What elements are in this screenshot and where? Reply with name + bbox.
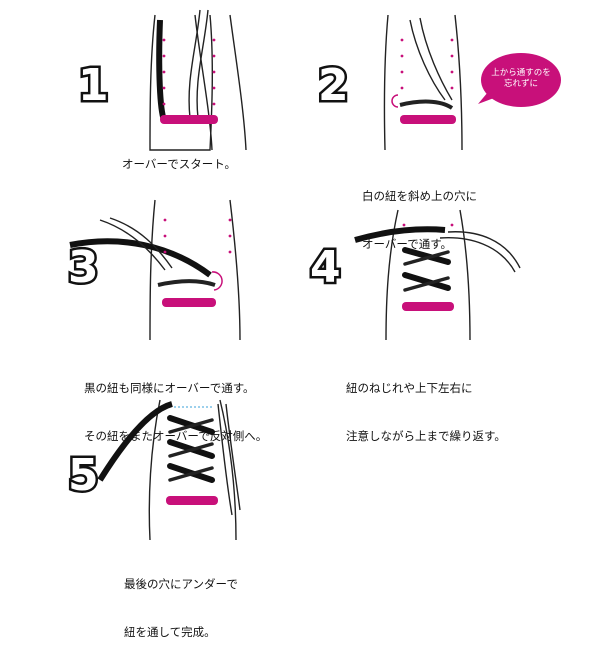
caption-line: 注意しながら上まで繰り返す。 (346, 429, 506, 443)
white-lace (419, 17, 453, 101)
panel-5: 5 (66, 399, 241, 541)
white-lace (447, 231, 521, 269)
white-lace (196, 9, 209, 119)
panel-2: 2 (316, 14, 561, 151)
white-lace-crosses (403, 250, 450, 292)
panel-4: 4 (308, 209, 521, 341)
white-lace (99, 219, 166, 271)
caption-line: 紐を通して完成。 (124, 625, 216, 639)
shoe-outline (148, 399, 161, 541)
white-lace (439, 237, 516, 273)
panel-1: 1 (76, 9, 247, 151)
step-3-caption: 黒の紐も同様にオーバーで通す。 その紐をまたオーバーで反対側へ。 (84, 348, 267, 460)
black-lace-crosses (402, 247, 451, 291)
white-lace-crosses (168, 418, 214, 482)
step-number: 2 (318, 60, 349, 111)
lace-bar (162, 298, 216, 307)
shoe-outline (383, 14, 389, 151)
shoe-outline (229, 14, 247, 151)
shoe-outline (229, 199, 241, 341)
shoe-outline (454, 14, 463, 151)
caption-line: 白の紐を斜め上の穴に (362, 189, 477, 203)
white-lace (225, 403, 241, 511)
eyelet-holes (162, 38, 216, 106)
white-lace (399, 99, 454, 110)
white-lace (188, 9, 201, 119)
shoe-outline (149, 14, 214, 151)
lace-bar (160, 115, 218, 124)
bubble-text: 上から通すのを 忘れずに (486, 68, 556, 90)
step-5-caption: 最後の穴にアンダーで 紐を通して完成。 (124, 544, 238, 656)
step-number: 1 (78, 60, 109, 111)
caption-line: 最後の穴にアンダーで (124, 577, 238, 591)
white-lace (157, 279, 216, 287)
lacing-diagram: 1 2 3 (66, 9, 561, 541)
step-number: 4 (310, 242, 341, 293)
step-4-caption: 紐のねじれや上下左右に 注意しながら上まで繰り返す。 (346, 348, 506, 460)
shoe-outline (459, 209, 471, 341)
caption-line: オーバーで通す。 (362, 237, 453, 251)
eyelet-holes (402, 223, 454, 227)
lace-bar (402, 302, 454, 311)
eyelet-holes (400, 38, 454, 90)
black-lace (97, 401, 173, 482)
panel-3: 3 (66, 199, 241, 341)
caption-line: その紐をまたオーバーで反対側へ。 (84, 429, 268, 443)
white-lace (109, 217, 173, 269)
bubble-line-2: 忘れずに (503, 79, 538, 89)
speech-bubble (481, 53, 561, 107)
lace-bar (400, 115, 456, 124)
black-lace (69, 238, 212, 278)
bubble-line-1: 上から通すのを (491, 68, 551, 78)
arrow-icon (211, 271, 223, 291)
step-1-caption: オーバーでスタート。 (122, 157, 236, 171)
speech-bubble-tail (478, 92, 494, 104)
step-2-caption: 白の紐を斜め上の穴に オーバーで通す。 (362, 156, 477, 268)
arrow-icon (391, 94, 399, 108)
black-lace (354, 226, 446, 243)
caption-line: 紐のねじれや上下左右に (346, 381, 473, 395)
caption-line: 黒の紐も同様にオーバーで通す。 (84, 381, 255, 395)
shoe-outline (149, 199, 156, 341)
white-lace (217, 403, 233, 516)
white-lace (409, 19, 446, 101)
shoe-outline (385, 209, 399, 341)
eyelet-holes (163, 218, 232, 254)
step-number: 3 (68, 242, 99, 293)
shoe-outline (219, 399, 237, 541)
lace-bar (166, 496, 218, 505)
step-number: 5 (68, 450, 99, 501)
